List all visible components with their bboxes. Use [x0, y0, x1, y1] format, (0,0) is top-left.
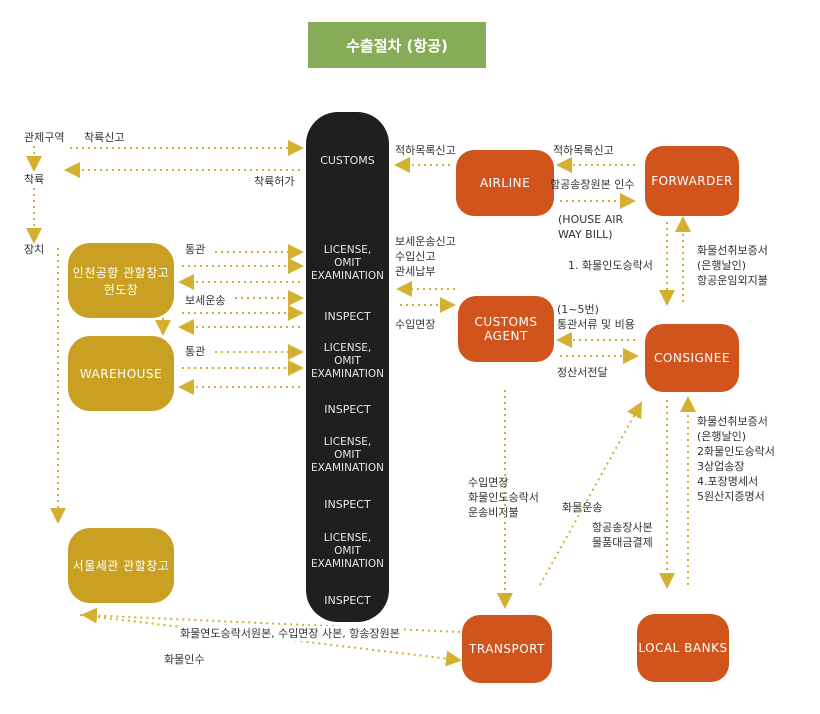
transport-node: TRANSPORT: [462, 615, 552, 683]
label-landing: 착륙: [24, 173, 45, 186]
label-landing-permit: 착륙허가: [254, 175, 295, 188]
label-clearance-1: 통관: [185, 243, 206, 256]
inspect-2: INSPECT: [324, 403, 371, 416]
label-manifest-report-right: 적하목록신고: [553, 144, 614, 157]
arrow-transport-to-consignee: [539, 401, 642, 586]
label-bonded-area: 관제구역: [24, 131, 65, 144]
label-docs-to-seoul: 화물연도승락서원본, 수입면장 사본, 항송장원본: [180, 626, 400, 641]
consignee-node: CONSIGNEE: [645, 324, 739, 392]
inspect-1: INSPECT: [324, 310, 371, 323]
label-settlement: 정산서전달: [557, 366, 608, 379]
label-cargo-receipt: 화물인수: [164, 652, 205, 667]
label-cargo-transport: 화물운송: [562, 501, 603, 514]
diagram-title: 수출절차 (항공): [308, 22, 486, 68]
local-banks-node: LOCAL BANKS: [637, 614, 729, 682]
label-manifest-report-left: 적하목록신고: [395, 144, 456, 157]
label-clearance-docs: (1~5번)통관서류 및 비용: [557, 303, 635, 331]
customs-header: CUSTOMS: [320, 154, 375, 167]
inspect-3: INSPECT: [324, 498, 371, 511]
label-unloading: 장치: [24, 243, 45, 256]
seoul-warehouse-node: 서울세관 관할창고: [68, 528, 174, 603]
label-landing-report: 착륙신고: [84, 131, 125, 144]
label-bonded-transport: 보세운송: [185, 294, 226, 307]
airline-node: AIRLINE: [456, 150, 554, 216]
inspect-4: INSPECT: [324, 594, 371, 607]
label-import-license: 수입면장: [395, 318, 436, 331]
label-clearance-2: 통관: [185, 345, 206, 358]
arrow-transport-to-seoul: [81, 607, 461, 633]
label-delivery-order: 1. 화물인도승락서: [568, 259, 653, 272]
forwarder-node: FORWARDER: [645, 146, 739, 216]
warehouse-node: WAREHOUSE: [68, 336, 174, 411]
label-forwarder-note: 화물선취보증서(은행날인)항공운임외지불: [697, 244, 768, 287]
label-awb-receipt: 항공송장원본 인수: [550, 178, 635, 191]
